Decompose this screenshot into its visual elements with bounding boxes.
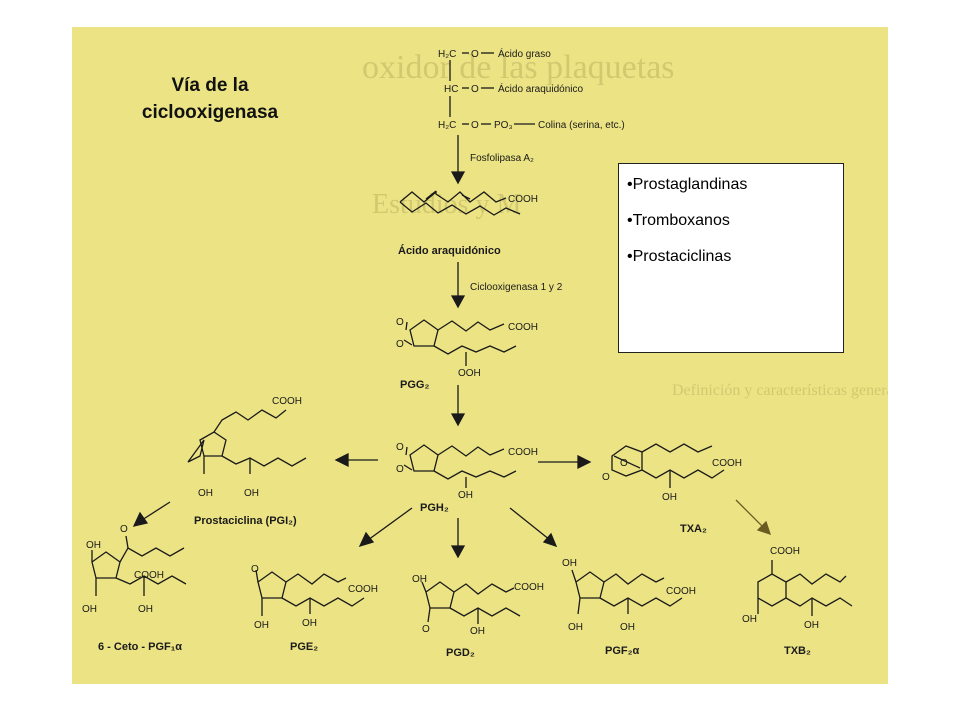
legend-item-tromboxanos: •Tromboxanos <box>627 208 835 244</box>
txa2-oh: OH <box>662 492 677 503</box>
pgi2-to-keto-arrow <box>132 501 171 527</box>
phospholipid-choline: Colina (serina, etc.) <box>538 120 625 131</box>
phospholipid-arachidonic: Ácido araquidónico <box>498 82 583 95</box>
bullet: • <box>627 212 633 229</box>
txa2-structure <box>611 443 725 488</box>
pgh2-oxygen-2: O <box>396 464 404 475</box>
pgg2-oxygen-1: O <box>396 317 404 328</box>
txb2-oh-2: OH <box>804 620 819 631</box>
pgh2-cooh: COOH <box>508 447 538 458</box>
phospholipid-oxygen-2: O <box>471 84 479 95</box>
pgi2-oh-1: OH <box>198 488 213 499</box>
pge2-label: PGE₂ <box>290 641 318 653</box>
bleed-through-text: Estudios y M <box>372 189 522 220</box>
legend-item-label: Prostaglandinas <box>632 176 748 193</box>
pgh2-oh: OH <box>458 490 473 501</box>
pgg2-to-pgh2-arrow <box>450 385 466 427</box>
phospholipase-arrow <box>450 135 466 185</box>
pgd2-cooh: COOH <box>514 582 544 593</box>
slide-title-line-1: Vía de la <box>171 75 249 96</box>
keto-cooh: COOH <box>134 570 164 581</box>
phospholipid-oxygen-3: O <box>471 120 479 131</box>
pge2-oxygen: O <box>251 564 259 575</box>
legend-item-prostaglandinas: •Prostaglandinas <box>627 172 835 208</box>
phospholipid-structure: H₂C O Ácido graso HC O Ácido araquidónic… <box>438 47 625 131</box>
pgh2-label: PGH₂ <box>420 502 449 514</box>
phospholipase-label: Fosfolipasa A₂ <box>470 153 534 164</box>
txa2-oxygen-1: O <box>620 458 628 469</box>
keto-pgf1a-label: 6 - Ceto - PGF₁α <box>98 641 182 653</box>
slide-title-line-2: ciclooxigenasa <box>141 102 279 123</box>
pgh2-to-pgf2a-arrow <box>509 507 558 548</box>
pge2-cooh: COOH <box>348 584 378 595</box>
pgd2-oh-1: OH <box>412 574 427 585</box>
txb2-structure <box>757 560 853 616</box>
phospholipid-carbon-1: H₂C <box>438 49 456 60</box>
legend-item-label: Tromboxanos <box>632 212 730 229</box>
pgg2-label: PGG₂ <box>400 379 429 391</box>
pgg2-oxygen-2: O <box>396 339 404 350</box>
pgd2-structure <box>421 581 521 624</box>
pgi2-structure <box>187 409 307 474</box>
slide-title: Vía de la ciclooxigenasa <box>100 72 320 126</box>
txb2-cooh: COOH <box>770 546 800 557</box>
pgf2a-oh-3: OH <box>620 622 635 633</box>
pge2-oh-2: OH <box>302 618 317 629</box>
keto-pgf1a-structure <box>91 535 187 596</box>
txa2-oxygen-2: O <box>602 472 610 483</box>
phospholipid-bonds <box>449 52 535 125</box>
pgi2-cooh: COOH <box>272 396 302 407</box>
eicosanoid-classes-box: •Prostaglandinas •Tromboxanos •Prostacic… <box>618 163 844 353</box>
pgg2-cooh: COOH <box>508 322 538 333</box>
txb2-label: TXB₂ <box>784 645 811 657</box>
bullet: • <box>627 248 633 265</box>
keto-oxygen: O <box>120 524 128 535</box>
bullet: • <box>627 176 633 193</box>
pgf2a-cooh: COOH <box>666 586 696 597</box>
bleed-through-text: oxidor de las plaquetas <box>362 49 675 86</box>
pgh2-to-pgi2-arrow <box>334 452 378 468</box>
phospholipid-carbon-3: H₂C <box>438 120 456 131</box>
txa2-label: TXA₂ <box>680 523 707 535</box>
phospholipid-phosphate: PO₃ <box>494 120 513 131</box>
cyclooxygenase-label: Ciclooxigenasa 1 y 2 <box>470 282 563 293</box>
pgd2-oxygen: O <box>422 624 430 635</box>
pgf2a-oh-1: OH <box>562 558 577 569</box>
pgi2-label: Prostaciclina (PGI₂) <box>194 515 297 527</box>
txa2-to-txb2-arrow <box>735 499 772 536</box>
txa2-cooh: COOH <box>712 458 742 469</box>
txb2-oh-1: OH <box>742 614 757 625</box>
pgd2-oh-2: OH <box>470 626 485 637</box>
bleed-through-text: Definición y características generales <box>672 382 888 399</box>
pgd2-label: PGD₂ <box>446 647 475 659</box>
keto-oh-top: OH <box>86 540 101 551</box>
arachidonic-acid-structure <box>399 190 521 216</box>
pgf2a-structure <box>571 569 683 615</box>
pgh2-structure <box>403 444 517 488</box>
phospholipid-carbon-2: HC <box>444 84 458 95</box>
keto-oh-1: OH <box>82 604 97 615</box>
keto-oh-2: OH <box>138 604 153 615</box>
pgg2-ooh: OOH <box>458 368 481 379</box>
pge2-oh-1: OH <box>254 620 269 631</box>
phospholipid-fatty-acid: Ácido graso <box>498 47 551 60</box>
pgh2-to-txa2-arrow <box>538 454 592 470</box>
pge2-structure <box>255 569 365 616</box>
cyclooxygenase-arrow <box>450 262 466 309</box>
pgg2-structure <box>403 319 517 366</box>
arachidonic-cooh: COOH <box>508 194 538 205</box>
pgh2-to-pgd2-arrow <box>450 518 466 559</box>
pgi2-oh-2: OH <box>244 488 259 499</box>
pgh2-to-pge2-arrow <box>358 507 413 548</box>
pgh2-oxygen-1: O <box>396 442 404 453</box>
legend-item-prostaciclinas: •Prostaciclinas <box>627 244 835 280</box>
pgf2a-oh-2: OH <box>568 622 583 633</box>
pgf2a-label: PGF₂α <box>605 645 640 657</box>
arachidonic-acid-label: Ácido araquidónico <box>398 244 501 257</box>
scanned-page: oxidor de las plaquetas Estudios y M Def… <box>72 27 888 684</box>
legend-item-label: Prostaciclinas <box>632 248 732 265</box>
phospholipid-oxygen-1: O <box>471 49 479 60</box>
